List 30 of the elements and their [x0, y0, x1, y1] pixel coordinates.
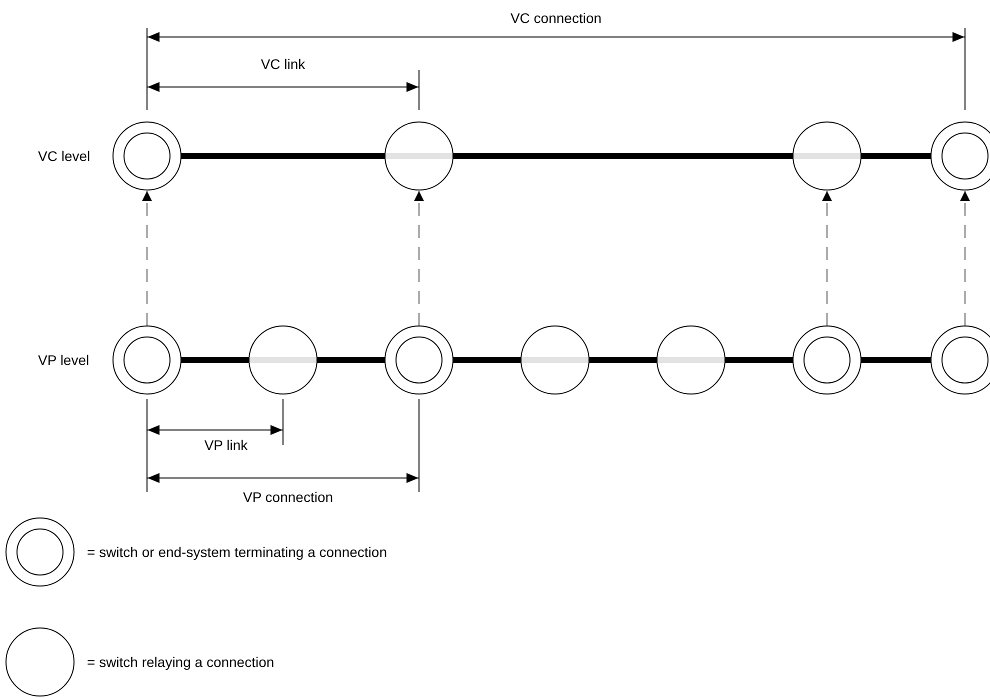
level-label: VP level — [38, 353, 90, 367]
terminating-switch-circle — [112, 121, 182, 191]
relay-switch-circle — [792, 121, 862, 191]
dashed-arrow — [142, 190, 152, 326]
connection-line — [861, 357, 931, 363]
dimension-label: VP link — [204, 438, 248, 452]
terminating-switch-circle — [112, 325, 182, 395]
connection-line — [317, 357, 385, 363]
dashed-arrow — [822, 190, 832, 326]
connection-line — [453, 357, 521, 363]
terminating-switch-circle — [384, 325, 454, 395]
connection-line — [861, 153, 931, 159]
connection-line — [589, 357, 657, 363]
legend-text: = switch relaying a connection — [87, 655, 274, 669]
terminating-switch-circle — [792, 325, 862, 395]
level-label: VC level — [38, 149, 90, 163]
dimension-label: VP connection — [242, 490, 334, 504]
dashed-arrow — [414, 190, 424, 326]
relay-switch-circle — [656, 325, 726, 395]
connection-line — [725, 357, 793, 363]
connection-line — [453, 153, 793, 159]
dimension-label: VC connection — [510, 11, 602, 25]
connection-line — [181, 153, 385, 159]
legend-text: = switch or end-system terminating a connection — [87, 545, 387, 559]
connection-line — [181, 357, 249, 363]
dashed-arrow — [960, 190, 970, 326]
dimension-label: VC link — [260, 57, 306, 71]
relay-switch-circle — [384, 121, 454, 191]
relay-switch-circle — [248, 325, 318, 395]
relay-switch-circle — [520, 325, 590, 395]
